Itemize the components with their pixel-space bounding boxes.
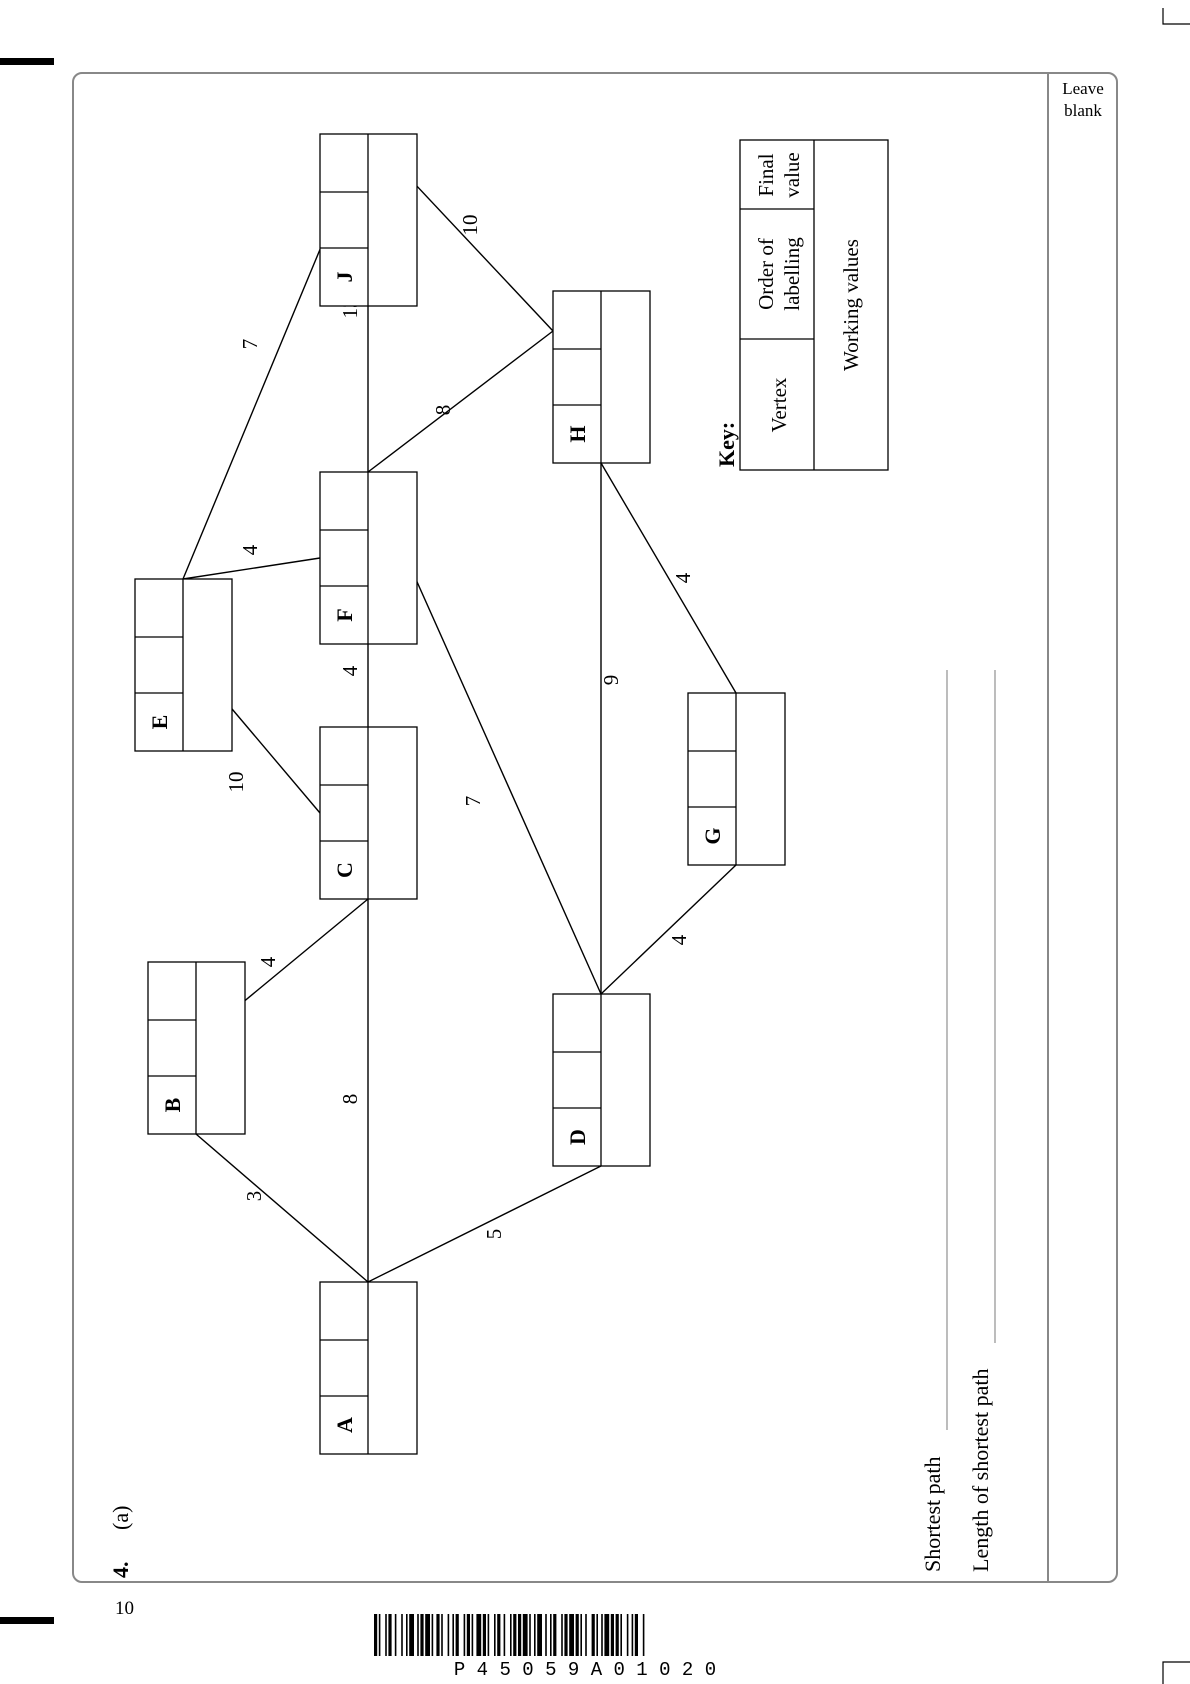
vertex-b-final-cell[interactable] xyxy=(148,962,196,1020)
vertex-h-final-cell[interactable] xyxy=(553,291,601,349)
vertex-box-j: J xyxy=(319,133,418,307)
edge-weight-a-d: 5 xyxy=(482,1229,506,1240)
vertex-label-e: E xyxy=(147,715,172,730)
vertex-a-final-cell[interactable] xyxy=(320,1282,368,1340)
edge-weight-e-j: 7 xyxy=(238,339,262,350)
edge-weight-b-c: 4 xyxy=(256,956,280,967)
vertex-d-working-cell[interactable] xyxy=(601,994,650,1166)
key-final-label-1: Final xyxy=(754,153,778,196)
vertex-box-h: H xyxy=(552,290,651,464)
key-order-label-2: labelling xyxy=(780,237,804,311)
leave-blank-line-1: Leave xyxy=(1062,79,1104,98)
vertex-c-working-cell[interactable] xyxy=(368,727,417,899)
vertex-c-order-cell[interactable] xyxy=(320,785,368,841)
vertex-j-order-cell[interactable] xyxy=(320,192,368,248)
barcode xyxy=(374,1614,645,1656)
barcode-text: P 4 5 0 5 9 A 0 1 0 2 0 xyxy=(454,1659,716,1681)
edge-e-f xyxy=(182,557,321,580)
vertex-label-d: D xyxy=(565,1129,590,1145)
vertex-f-final-cell[interactable] xyxy=(320,472,368,530)
vertex-e-final-cell[interactable] xyxy=(135,579,183,637)
vertices-layer: A B C D E F G H J xyxy=(134,133,786,1455)
page-number: 10 xyxy=(115,1598,134,1619)
leave-blank-label: Leave blank xyxy=(1062,79,1104,120)
key: Key: Vertex Order of labelling Final val… xyxy=(714,139,889,471)
question-frame xyxy=(72,72,1118,1583)
vertex-h-working-cell[interactable] xyxy=(601,291,650,463)
edge-weight-a-b: 3 xyxy=(242,1191,266,1202)
shortest-path-label: Shortest path xyxy=(920,1457,945,1573)
vertex-g-working-cell[interactable] xyxy=(736,693,785,865)
vertex-box-f: F xyxy=(319,471,418,645)
edge-weight-g-h: 4 xyxy=(671,572,695,583)
vertex-f-working-cell[interactable] xyxy=(368,472,417,644)
vertex-box-a: A xyxy=(319,1281,418,1455)
crop-mark-top-right xyxy=(1162,8,1190,25)
vertex-box-b: B xyxy=(147,961,246,1135)
vertex-box-e: E xyxy=(134,578,233,752)
question-number: 4. xyxy=(108,1562,133,1579)
vertex-label-b: B xyxy=(160,1097,185,1112)
vertex-a-order-cell[interactable] xyxy=(320,1340,368,1396)
edge-f-h xyxy=(367,330,554,473)
vertex-b-order-cell[interactable] xyxy=(148,1020,196,1076)
edges-layer xyxy=(182,133,737,1283)
key-title: Key: xyxy=(714,422,739,467)
vertex-box-c: C xyxy=(319,726,418,900)
edge-weight-h-j: 10 xyxy=(458,215,482,236)
vertex-label-g: G xyxy=(700,827,725,844)
leave-blank-line-2: blank xyxy=(1064,101,1102,120)
key-order-label-1: Order of xyxy=(754,238,778,310)
edge-weight-d-g: 4 xyxy=(667,934,691,945)
vertex-label-a: A xyxy=(332,1417,357,1433)
vertex-box-g: G xyxy=(687,692,786,866)
crop-mark-bottom-right xyxy=(1162,1661,1190,1684)
vertex-label-h: H xyxy=(565,425,590,442)
edge-a-b xyxy=(195,1133,369,1283)
vertex-label-j: J xyxy=(332,272,357,283)
vertex-j-final-cell[interactable] xyxy=(320,134,368,192)
key-working-label: Working values xyxy=(839,239,863,371)
vertex-a-working-cell[interactable] xyxy=(368,1282,417,1454)
vertex-e-order-cell[interactable] xyxy=(135,637,183,693)
vertex-box-d: D xyxy=(552,993,651,1167)
vertex-d-final-cell[interactable] xyxy=(553,994,601,1052)
edge-weight-c-e: 10 xyxy=(224,772,248,793)
edge-g-h xyxy=(600,462,737,694)
vertex-b-working-cell[interactable] xyxy=(196,962,245,1134)
key-vertex-label: Vertex xyxy=(767,377,791,432)
margin-mark-bottom xyxy=(0,1617,54,1624)
edge-d-g xyxy=(600,864,737,995)
edge-weight-e-f: 4 xyxy=(238,544,262,555)
vertex-label-f: F xyxy=(332,608,357,621)
edge-weight-a-c: 8 xyxy=(338,1094,362,1105)
edge-a-d xyxy=(367,1165,602,1283)
key-final-label-2: value xyxy=(780,152,804,197)
vertex-d-order-cell[interactable] xyxy=(553,1052,601,1108)
edge-weight-f-h: 8 xyxy=(431,405,455,416)
vertex-j-working-cell[interactable] xyxy=(368,134,417,306)
edge-weight-c-f: 4 xyxy=(338,665,362,676)
vertex-g-order-cell[interactable] xyxy=(688,751,736,807)
vertex-c-final-cell[interactable] xyxy=(320,727,368,785)
vertex-label-c: C xyxy=(332,862,357,878)
vertex-g-final-cell[interactable] xyxy=(688,693,736,751)
answer-area: Shortest path Length of shortest path xyxy=(920,670,996,1573)
length-label: Length of shortest path xyxy=(968,1369,993,1572)
vertex-f-order-cell[interactable] xyxy=(320,530,368,586)
margin-mark-top xyxy=(0,58,54,65)
edge-weight-d-h: 9 xyxy=(599,675,623,686)
vertex-h-order-cell[interactable] xyxy=(553,349,601,405)
question-part: (a) xyxy=(108,1506,133,1530)
edge-weight-d-f: 7 xyxy=(461,796,485,807)
vertex-e-working-cell[interactable] xyxy=(183,579,232,751)
